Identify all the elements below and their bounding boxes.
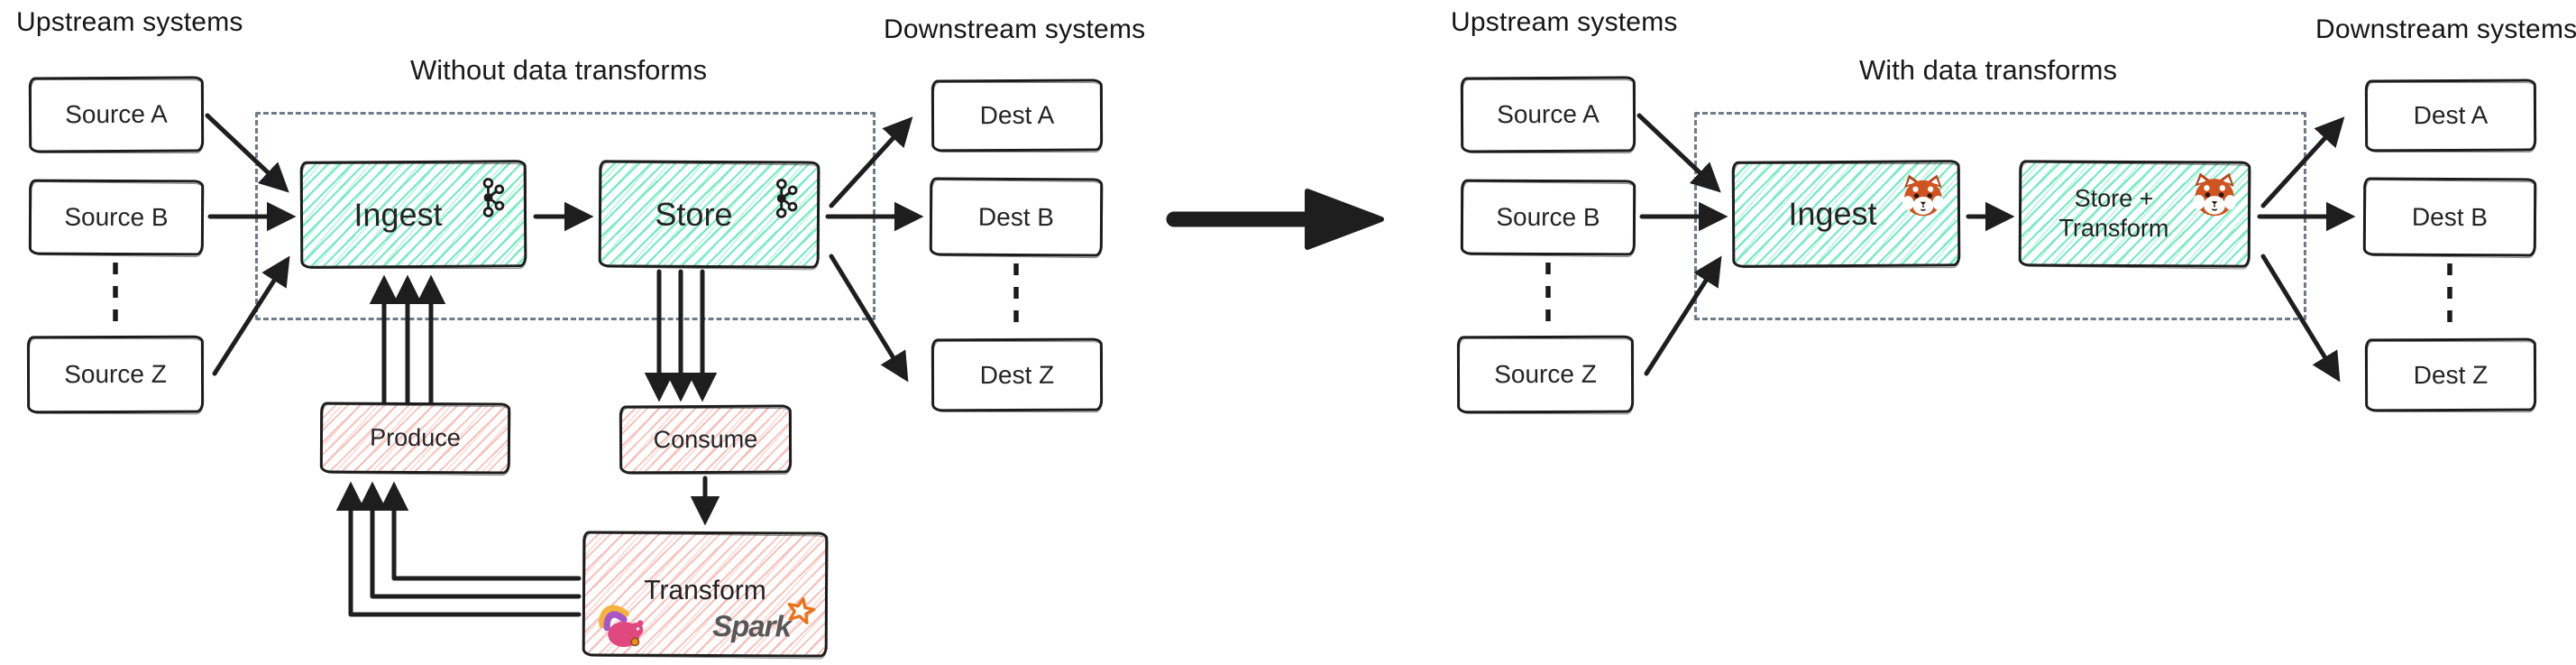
kafka-icon: [775, 179, 798, 218]
arrow-sourceA-ingest-left: [205, 113, 289, 193]
diagram-title-right: With data transforms: [1859, 54, 2117, 86]
arrow-transform-produce-1: [379, 481, 582, 581]
store-box-left: Store: [598, 160, 820, 269]
flink-squirrel-icon: [599, 605, 644, 648]
downstream-label-left: Downstream systems: [884, 14, 1146, 44]
transition-arrow: [1166, 189, 1384, 250]
arrow-transform-produce-2: [357, 481, 582, 599]
spark-star-icon: [787, 597, 816, 624]
arrow-sourceZ-ingest-right: [1644, 255, 1722, 376]
ingest-box-right: Ingest: [1731, 160, 1961, 268]
redpanda-icon: [2193, 172, 2236, 217]
store-transform-box-right: Store + Transform: [2018, 160, 2251, 268]
kafka-icon: [482, 178, 505, 217]
upstream-label-left: Upstream systems: [16, 7, 243, 37]
redpanda-icon: [1902, 174, 1944, 217]
upstream-label-right: Upstream systems: [1451, 7, 1678, 37]
spark-logo: Spark: [712, 596, 816, 642]
arrow-transform-produce-3: [335, 481, 582, 617]
arrow-store-destA-right: [2260, 116, 2345, 208]
arrow-store-destZ-left: [829, 254, 909, 383]
arrow-store-destZ-right: [2260, 254, 2341, 383]
ingest-box-left: Ingest: [299, 160, 527, 269]
arrow-sourceA-ingest-right: [1636, 113, 1721, 193]
transform-box: Transform Spark: [582, 531, 829, 658]
downstream-label-right: Downstream systems: [2315, 14, 2576, 44]
arrow-sourceZ-ingest-left: [212, 255, 290, 376]
arrow-store-destA-left: [829, 116, 913, 208]
diagram-title-left: Without data transforms: [410, 54, 708, 86]
